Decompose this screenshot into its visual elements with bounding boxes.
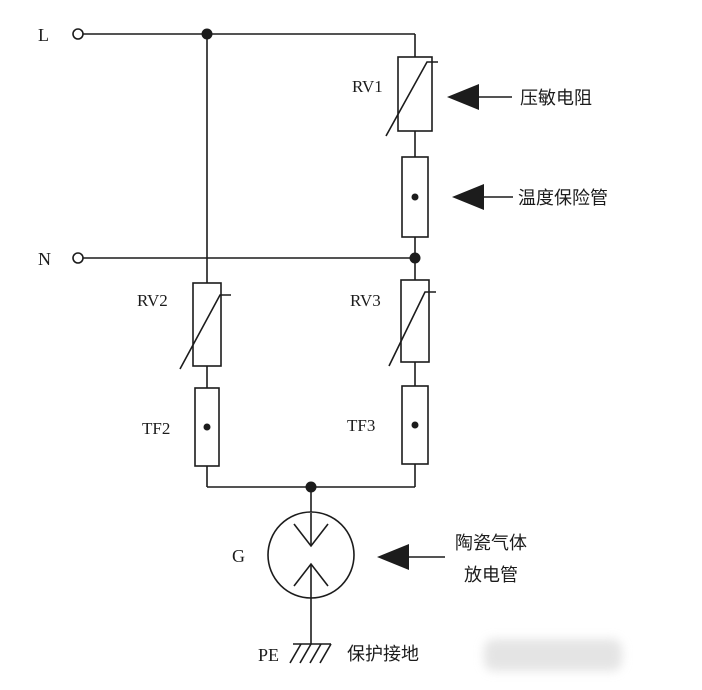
varistor-rv3-symbol	[388, 279, 436, 367]
varistor-rv1-stroke	[385, 61, 438, 137]
arrow-head-gdt	[377, 544, 409, 570]
thermal-fuse-top-body	[401, 156, 429, 238]
varistor-rv1-body	[397, 56, 433, 132]
rv3-label: RV3	[350, 291, 381, 310]
gdt-label: G	[232, 546, 245, 566]
thermal-fuse-top-symbol	[401, 156, 429, 238]
thermal-fuse-top-dot	[411, 193, 419, 201]
protective-earth-symbol	[289, 643, 332, 664]
gas-discharge-tube-symbol	[267, 511, 355, 599]
pe-label: PE	[258, 645, 279, 665]
thermal-fuse-tf2-symbol	[194, 387, 220, 467]
junction-dot-bottom	[305, 481, 317, 493]
arrow-head-thermal-fuse	[452, 184, 484, 210]
varistor-rv2-stroke	[179, 294, 231, 370]
thermal-fuse-tf3-body	[401, 385, 429, 465]
annotation-arrow-gdt	[377, 544, 445, 570]
varistor-rv2-body	[192, 282, 222, 367]
protective-earth-label: 保护接地	[347, 644, 419, 664]
tf2-label: TF2	[142, 419, 170, 438]
rv1-label: RV1	[352, 77, 383, 96]
tf3-label: TF3	[347, 416, 375, 435]
thermal-fuse-tf3-symbol	[401, 385, 429, 465]
terminal-n-label: N	[38, 249, 51, 269]
earth-hatch-4	[319, 643, 332, 664]
gdt-top-electrode-chevron	[293, 523, 329, 548]
thermal-fuse-tf3-dot	[411, 421, 419, 429]
varistor-rv1-symbol	[385, 56, 438, 137]
circuit-wires	[83, 33, 416, 644]
varistor-annotation-label: 压敏电阻	[520, 88, 592, 108]
junction-dot-l	[201, 28, 213, 40]
varistor-rv3-stroke	[388, 291, 436, 367]
thermal-fuse-tf2-dot	[203, 423, 211, 431]
gdt-annotation-label-line1: 陶瓷气体	[455, 533, 527, 553]
thermal-fuse-tf2-body	[194, 387, 220, 467]
annotation-arrow-thermal-fuse	[452, 184, 513, 210]
watermark-blur	[484, 639, 622, 671]
earth-hatch-2	[299, 643, 312, 664]
varistor-rv3-body	[400, 279, 430, 363]
earth-hatch-1	[289, 643, 302, 664]
varistor-rv2-symbol	[179, 282, 231, 370]
arrow-head-varistor	[447, 84, 479, 110]
earth-hatch-3	[309, 643, 322, 664]
thermal-fuse-annotation-label: 温度保险管	[518, 188, 608, 208]
rv2-label: RV2	[137, 291, 168, 310]
annotation-arrow-varistor	[447, 84, 512, 110]
terminal-l-label: L	[38, 25, 49, 45]
gdt-annotation-label-line2: 放电管	[464, 565, 518, 585]
terminal-n-circle	[72, 252, 84, 264]
terminal-l-circle	[72, 28, 84, 40]
junction-dot-n	[409, 252, 421, 264]
